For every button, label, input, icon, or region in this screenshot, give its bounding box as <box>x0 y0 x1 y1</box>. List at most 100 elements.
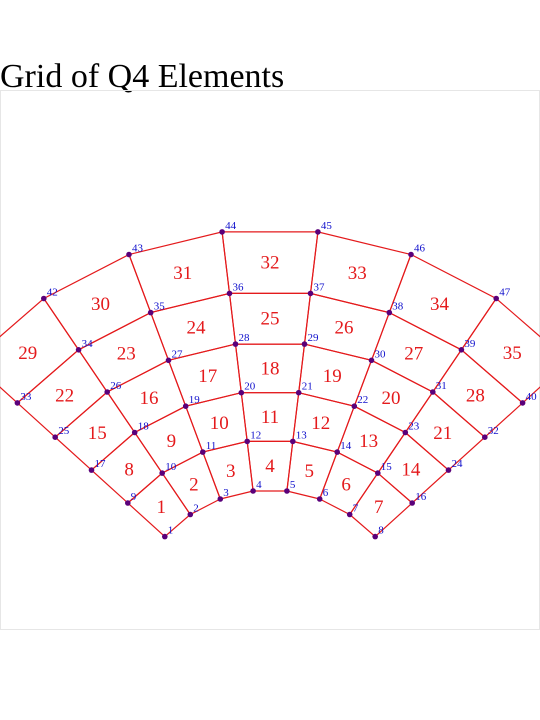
node-label: 15 <box>381 461 393 473</box>
mesh-node <box>250 488 256 494</box>
mesh-node <box>165 357 172 364</box>
element-label: 24 <box>187 318 207 339</box>
node-label: 42 <box>47 287 58 299</box>
mesh-node <box>232 341 239 347</box>
node-label: 21 <box>302 381 313 393</box>
mesh-node <box>88 467 95 473</box>
node-label: 23 <box>408 421 420 433</box>
mesh-edges <box>0 231 540 538</box>
node-label: 32 <box>488 425 499 437</box>
mesh-node <box>316 496 323 502</box>
element-label: 33 <box>348 263 367 284</box>
element-label: 35 <box>503 343 522 364</box>
element-label: 5 <box>304 461 314 482</box>
element-label: 34 <box>430 294 450 315</box>
mesh-node <box>402 429 409 436</box>
node-label: 40 <box>526 391 538 403</box>
element-label: 17 <box>198 366 217 387</box>
node-label: 31 <box>436 380 447 392</box>
element-label: 13 <box>359 431 378 452</box>
element-label: 11 <box>261 407 279 428</box>
mesh-node <box>75 347 82 353</box>
element-label: 6 <box>341 475 351 496</box>
node-label: 6 <box>323 487 329 499</box>
mesh-node <box>334 449 341 455</box>
node-label: 36 <box>233 281 245 293</box>
mesh-node <box>372 533 379 540</box>
node-label: 8 <box>378 525 384 537</box>
mesh-node <box>284 488 290 494</box>
mesh-node <box>217 496 224 502</box>
node-label: 28 <box>239 332 251 344</box>
node-label: 25 <box>58 425 69 437</box>
node-label: 29 <box>308 332 320 344</box>
mesh-nodes <box>14 229 526 540</box>
node-label: 16 <box>415 491 427 503</box>
mesh-node <box>162 533 168 540</box>
mesh-node <box>126 251 132 258</box>
node-label: 35 <box>154 301 166 313</box>
mesh-node <box>315 229 321 235</box>
mesh-node <box>301 341 308 347</box>
mesh-node <box>386 309 393 316</box>
mesh-node <box>200 449 206 455</box>
node-label: 17 <box>95 458 107 470</box>
node-label: 37 <box>314 281 326 293</box>
element-label: 25 <box>261 309 280 330</box>
element-label: 22 <box>55 386 74 407</box>
mesh-node <box>52 434 58 441</box>
node-label: 5 <box>290 479 296 491</box>
diagram-title: Grid of Q4 Elements <box>0 58 285 95</box>
node-label: 1 <box>168 525 174 537</box>
node-label: 39 <box>464 338 476 350</box>
element-label: 20 <box>382 388 401 409</box>
mesh-node <box>147 309 154 316</box>
element-label: 12 <box>311 413 330 434</box>
mesh-node <box>104 389 110 395</box>
element-label: 29 <box>18 343 37 364</box>
element-label: 3 <box>226 461 236 482</box>
mesh-node <box>445 467 452 473</box>
element-label: 19 <box>323 366 342 387</box>
node-label: 24 <box>452 458 464 470</box>
node-label: 11 <box>206 440 217 452</box>
mesh-node <box>219 229 225 235</box>
mesh-node <box>409 500 416 506</box>
mesh-node <box>14 400 21 406</box>
mesh-node <box>307 290 314 297</box>
node-label: 3 <box>223 487 229 499</box>
mesh-node <box>159 470 165 476</box>
node-label: 47 <box>499 287 511 299</box>
node-label: 7 <box>353 503 359 515</box>
node-label: 33 <box>20 391 32 403</box>
mesh-node <box>351 403 358 410</box>
mesh-node <box>290 438 296 445</box>
node-label: 4 <box>256 479 262 491</box>
element-label: 18 <box>261 358 280 379</box>
node-label: 43 <box>132 243 144 255</box>
node-label: 10 <box>165 461 177 473</box>
node-label: 9 <box>131 491 137 503</box>
mesh-node <box>458 347 465 353</box>
element-label: 10 <box>210 413 229 434</box>
element-label: 32 <box>261 253 280 274</box>
mesh-node <box>375 470 381 476</box>
mesh-node <box>346 511 353 518</box>
node-label: 12 <box>250 429 261 441</box>
mesh-node <box>482 434 488 441</box>
element-label: 4 <box>265 456 275 477</box>
element-label: 7 <box>374 497 384 518</box>
element-label: 26 <box>335 318 354 339</box>
mesh-node <box>519 400 526 406</box>
element-label: 28 <box>466 386 485 407</box>
mesh-node <box>226 290 233 297</box>
element-label: 23 <box>117 344 136 365</box>
element-label: 31 <box>173 263 192 284</box>
node-label: 27 <box>172 348 184 360</box>
node-label: 20 <box>244 381 256 393</box>
element-label: 1 <box>157 497 167 518</box>
node-label: 14 <box>340 440 352 452</box>
element-label: 8 <box>124 460 134 481</box>
